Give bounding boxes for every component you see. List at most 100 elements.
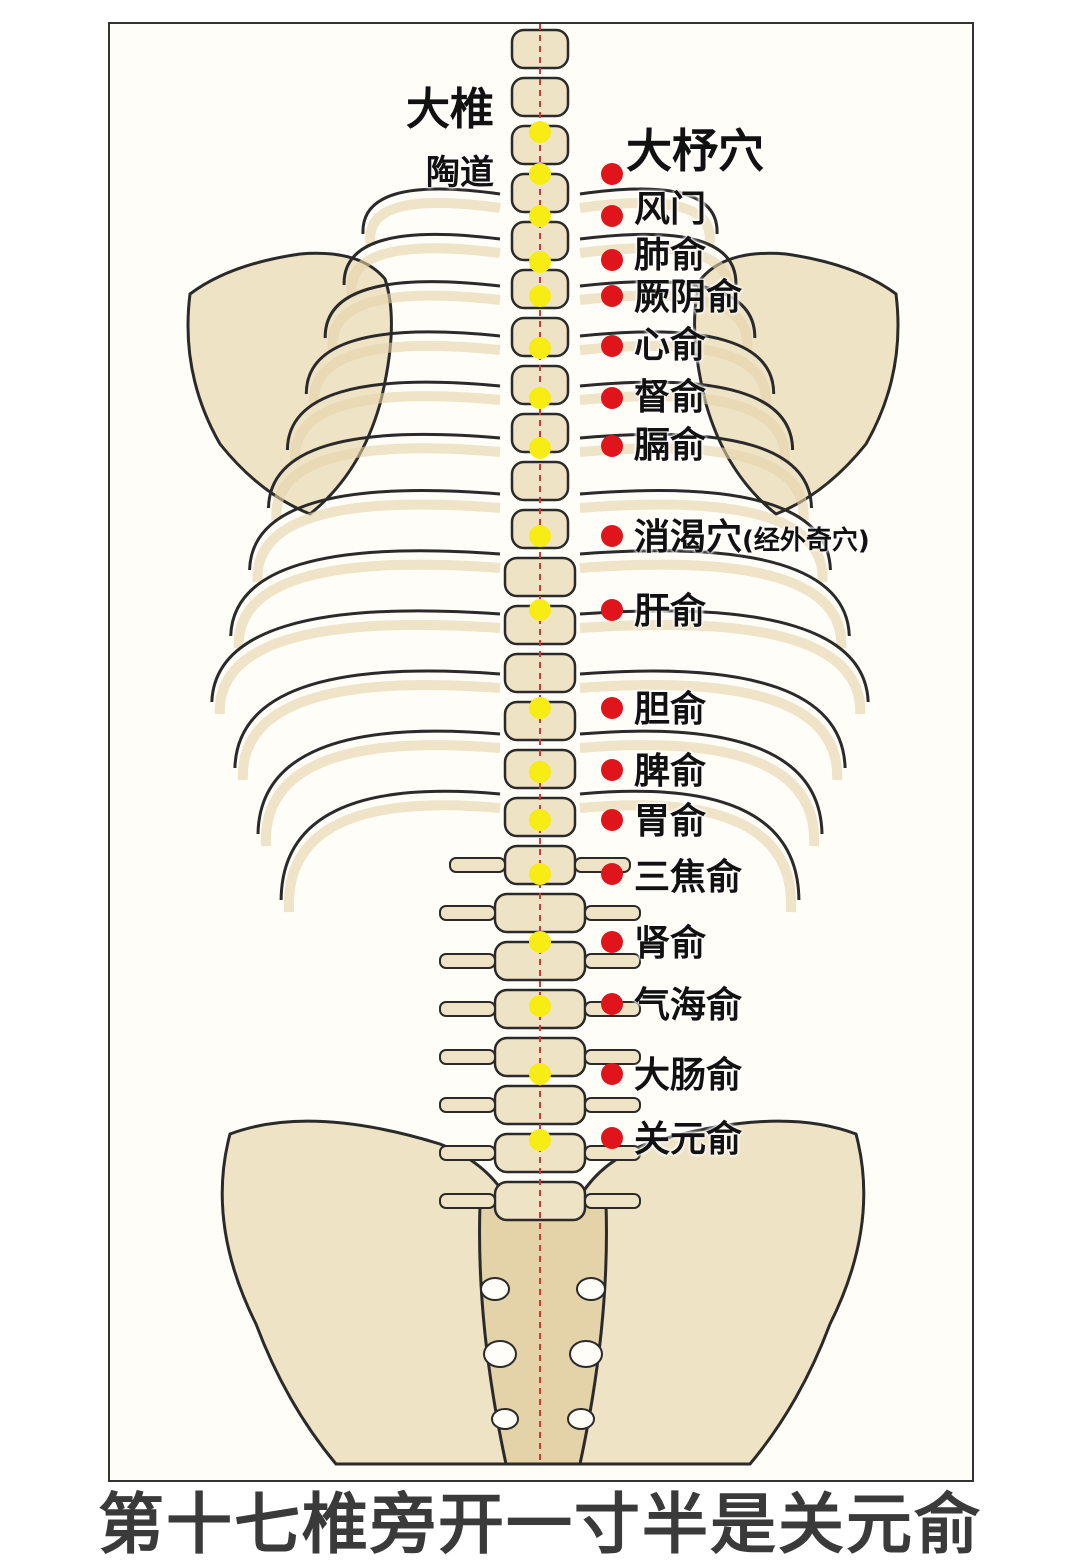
spinous-process-dot (529, 387, 551, 409)
rib (579, 609, 870, 703)
illustration-frame: 大椎 陶道 大杼穴 风门肺俞厥阴俞心俞督俞膈俞消渴穴(经外奇穴)肝俞胆俞脾俞胃俞… (108, 22, 974, 1482)
rib (579, 489, 832, 571)
label-dazhui: 大椎 (406, 84, 494, 135)
acupoint-label: 心俞 (634, 328, 706, 364)
acupoint-name: 心俞 (634, 325, 707, 366)
spinous-process-dot (529, 205, 551, 227)
acupoint-label: 肺俞 (634, 238, 706, 274)
acupoint-name: 气海俞 (634, 985, 743, 1026)
rib-shade (284, 800, 501, 913)
acupoint-label: 肾俞 (634, 926, 706, 962)
rib (304, 330, 501, 395)
rib (579, 380, 795, 451)
rib-shade (233, 559, 501, 649)
spinous-process-dot (529, 863, 551, 885)
acupoint-dot (601, 1063, 623, 1085)
acupoint-name: 风门 (634, 189, 707, 230)
spinous-process-dot (529, 1129, 551, 1151)
label-taodao: 陶道 (426, 153, 494, 193)
acupoint-name: 肾俞 (634, 923, 707, 964)
rib-shade (579, 243, 734, 298)
rib-shade (579, 679, 843, 781)
rib-shade (260, 740, 501, 847)
acupoint-dot (601, 525, 623, 547)
acupoint-label: 督俞 (634, 380, 706, 416)
rib-shade (309, 340, 501, 407)
acupoint-name: 三焦俞 (634, 857, 743, 898)
rib-shade (346, 243, 501, 298)
rib (285, 380, 501, 451)
rib (256, 729, 501, 835)
sacral-foramen (483, 1340, 517, 1368)
acupoint-dot (601, 599, 623, 621)
rib (579, 187, 719, 235)
acupoint-dot (601, 759, 623, 781)
rib-shade (579, 197, 715, 247)
transverse-process (584, 1193, 641, 1209)
rib (229, 549, 501, 637)
rib-shade (214, 619, 501, 715)
rib-shade (365, 197, 501, 247)
rib (248, 489, 501, 571)
rib-shade (579, 499, 828, 583)
acupoint-dot (601, 993, 623, 1015)
acupoint-dot (601, 697, 623, 719)
acupoint-dot (601, 249, 623, 271)
spinous-process-dot (529, 251, 551, 273)
acupoint-label: 气海俞 (634, 988, 742, 1024)
rib (342, 232, 501, 286)
rib (579, 432, 813, 509)
right-scapula (693, 251, 900, 516)
acupoint-dot (601, 863, 623, 885)
acupoint-label: 大肠俞 (634, 1058, 742, 1094)
acupoint-label: 消渴穴(经外奇穴) (634, 520, 870, 556)
transverse-process (439, 1049, 496, 1065)
acupoint-label: 关元俞 (634, 1122, 742, 1158)
acupoint-dot (601, 285, 623, 307)
rib-shade (579, 443, 809, 521)
acupoint-label: 胃俞 (634, 804, 706, 840)
rib (579, 669, 847, 769)
acupoint-name: 胃俞 (634, 801, 707, 842)
spinous-process-dot (529, 761, 551, 783)
acupoint-note: (经外奇穴) (742, 526, 870, 556)
rib-shade (579, 559, 847, 649)
transverse-process (449, 857, 506, 873)
rib-shade (327, 290, 501, 351)
acupoint-name: 膈俞 (634, 425, 707, 466)
acupoint-dot (601, 205, 623, 227)
transverse-process (584, 905, 641, 921)
acupoint-label: 膈俞 (634, 428, 706, 464)
rib-shade (271, 443, 501, 521)
acupoint-dot (601, 387, 623, 409)
transverse-process (584, 953, 641, 969)
transverse-process (439, 1097, 496, 1113)
acupoint-label: 脾俞 (634, 754, 706, 790)
rib (279, 789, 501, 901)
transverse-process (439, 1193, 496, 1209)
spinous-process-dot (529, 525, 551, 547)
rib (361, 187, 501, 235)
spinous-process-dot (529, 995, 551, 1017)
rib (233, 669, 501, 769)
caption: 第十七椎旁开一寸半是关元俞 (98, 1486, 982, 1563)
acupoint-name: 胆俞 (634, 689, 707, 730)
spinous-process-dot (529, 437, 551, 459)
sacral-foramen (480, 1277, 510, 1301)
rib (210, 609, 501, 703)
acupoint-markers (601, 163, 623, 1149)
spinous-process-dot (529, 285, 551, 307)
transverse-process (584, 1049, 641, 1065)
sacral-foramen (491, 1408, 519, 1430)
rib (579, 280, 757, 339)
acupoint-name: 大肠俞 (634, 1055, 743, 1096)
spinous-process-dot (529, 809, 551, 831)
acupoint-name: 肺俞 (634, 235, 707, 276)
rib-shade (237, 679, 501, 781)
rib-shade (579, 619, 866, 715)
rib-shade (579, 340, 771, 407)
transverse-process (439, 953, 496, 969)
rib (579, 330, 776, 395)
acupoint-dot (601, 335, 623, 357)
rib-shade (579, 740, 820, 847)
